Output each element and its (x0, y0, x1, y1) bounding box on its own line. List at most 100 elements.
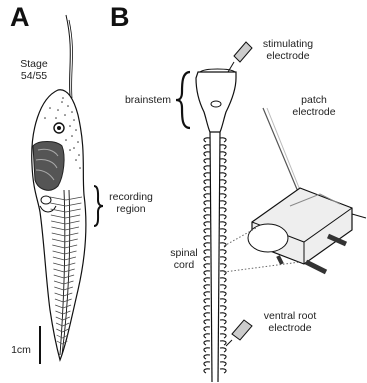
hindlimb-bud (41, 196, 51, 204)
ventral-root-right (220, 159, 226, 163)
ventral-root-right (220, 285, 226, 289)
ventral-root-left (204, 362, 210, 366)
ventral-root-right (220, 229, 226, 233)
panel-letter-a: A (10, 4, 30, 31)
ventral-root-left (204, 229, 210, 233)
spinal-label-line1: spinal (166, 247, 202, 259)
spinal-label-line2: cord (166, 259, 202, 271)
ventral-root-right (220, 369, 226, 373)
scale-bar-label: 1cm (4, 344, 38, 356)
stage-label-line2: 54/55 (12, 70, 56, 82)
ventral-root-left (204, 355, 210, 359)
tail-filament (66, 15, 70, 96)
ventral-root-left (204, 222, 210, 226)
ventral-root-right (220, 320, 226, 324)
ventral-root-right (220, 215, 226, 219)
ventral-root-right (220, 355, 226, 359)
ventral-root-left (204, 292, 210, 296)
ventral-root-left (204, 299, 210, 303)
stim-label-line2: electrode (250, 50, 326, 62)
ventral-root-right (220, 194, 226, 198)
ventral-root-left (204, 327, 210, 331)
stage-label-line1: Stage (12, 58, 56, 70)
ventral-root-left (204, 243, 210, 247)
ventral-root-right (220, 306, 226, 310)
ventral-root-right (220, 327, 226, 331)
stage-label: Stage 54/55 (12, 58, 56, 82)
recording-region-label: recording region (104, 191, 158, 215)
ventral-root-right (220, 145, 226, 149)
ventral-root-left (204, 278, 210, 282)
ventral-root-right (220, 222, 226, 226)
ventral-root-right (220, 362, 226, 366)
ventral-root-left (204, 306, 210, 310)
spinal-cord-right (218, 132, 220, 382)
ventral-root-right (220, 257, 226, 261)
ventral-root-left (204, 334, 210, 338)
ventral-root-right (220, 292, 226, 296)
ventral-root-left (204, 341, 210, 345)
ventral-root-right (220, 341, 226, 345)
ventral-root-left (204, 236, 210, 240)
ventral-root-left (204, 145, 210, 149)
gut-coil (33, 142, 64, 191)
ventral-label-line2: electrode (250, 322, 330, 334)
ventral-root-left (204, 264, 210, 268)
ventral-root-right (220, 243, 226, 247)
ventral-root-right (220, 173, 226, 177)
ventral-root-right (220, 348, 226, 352)
ventral-root-left (204, 173, 210, 177)
ventral-root-right (220, 313, 226, 317)
ventral-label-line1: ventral root (250, 310, 330, 322)
ventral-root-left (204, 215, 210, 219)
recording-label-line2: region (104, 203, 158, 215)
ventral-root-right (220, 201, 226, 205)
recording-region-brace (94, 186, 103, 226)
ventral-root-left (204, 180, 210, 184)
panel-letter-b: B (110, 4, 130, 31)
ventral-root-right (220, 299, 226, 303)
ventral-root-right (220, 250, 226, 254)
ventral-root-left (204, 271, 210, 275)
ventral-root-left (204, 285, 210, 289)
ventral-root-left (204, 201, 210, 205)
stim-label-line1: stimulating (250, 38, 326, 50)
ventral-root-left (204, 138, 210, 142)
ventral-root-left (204, 187, 210, 191)
ventral-roots (204, 138, 226, 373)
patch-electrode-label: patch electrode (282, 94, 346, 118)
guide-line-lower (224, 262, 300, 272)
ventral-root-electrode (232, 320, 252, 340)
brainstem-label: brainstem (120, 94, 176, 106)
ventral-root-right (220, 334, 226, 338)
cord-block (248, 188, 366, 272)
stimulating-electrode-label: stimulating electrode (250, 38, 326, 62)
ventral-root-electrode-label: ventral root electrode (250, 310, 330, 334)
ventral-root-left (204, 159, 210, 163)
ventral-root-right (220, 187, 226, 191)
ventral-root-left (204, 348, 210, 352)
recording-label-line1: recording (104, 191, 158, 203)
ventral-root-right (220, 138, 226, 142)
brainstem-brace (176, 72, 190, 128)
ventral-root-right (220, 208, 226, 212)
patch-label-line1: patch (282, 94, 346, 106)
ventral-root-left (204, 250, 210, 254)
ventral-root-left (204, 313, 210, 317)
ventral-root-right (220, 278, 226, 282)
ventral-root-left (204, 369, 210, 373)
ventral-root-right (220, 180, 226, 184)
ventral-root-left (204, 166, 210, 170)
spinal-cord-left (210, 132, 212, 382)
ventral-root-left (204, 257, 210, 261)
spinal-cord-label: spinal cord (166, 247, 202, 271)
ventral-root-right (220, 236, 226, 240)
ventral-root-left (204, 320, 210, 324)
ventral-root-right (220, 264, 226, 268)
ventral-root-left (204, 208, 210, 212)
ventral-root-left (204, 194, 210, 198)
ventral-root-right (220, 152, 226, 156)
patch-label-line2: electrode (282, 106, 346, 118)
ventral-root-right (220, 166, 226, 170)
